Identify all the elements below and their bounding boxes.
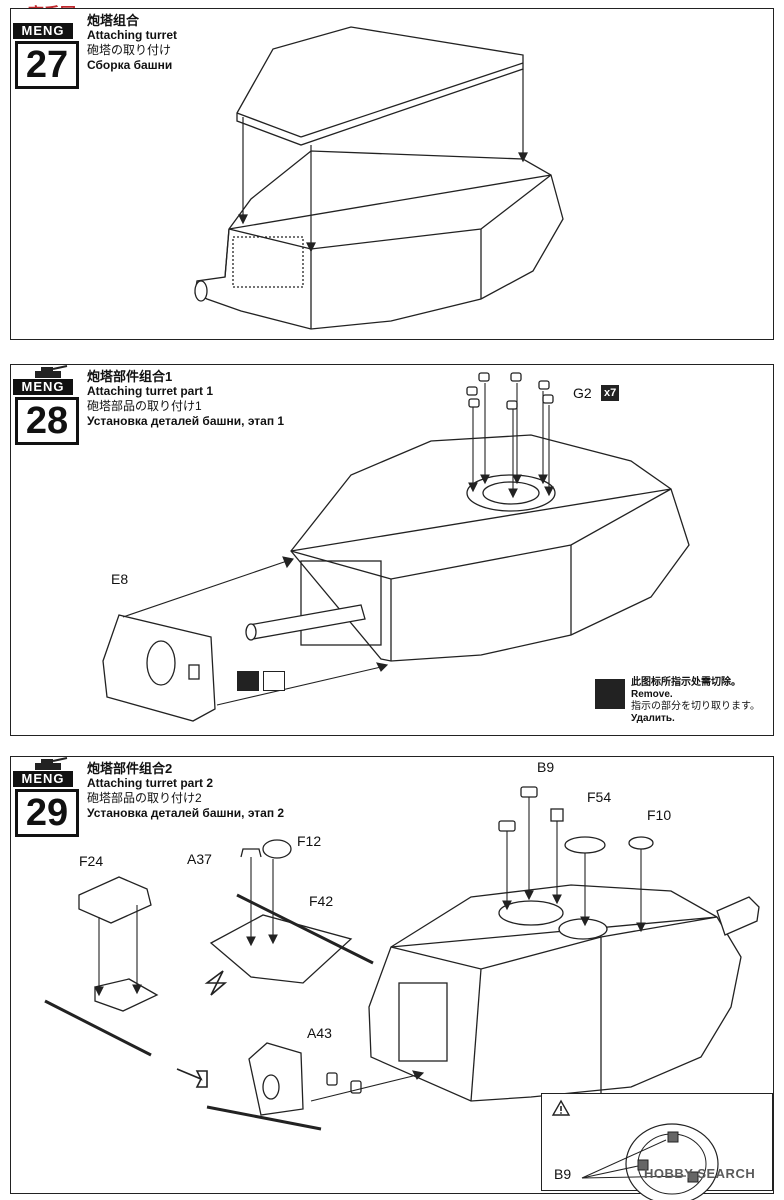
- step-number: 29: [15, 789, 79, 837]
- part-label-a43: A43: [307, 1025, 332, 1041]
- step-number: 27: [15, 41, 79, 89]
- title-en: Attaching turret part 1: [87, 384, 214, 398]
- title-jp: 砲塔部品の取り付け2: [87, 791, 202, 805]
- brand-logo: MENG: [13, 771, 73, 787]
- step-28-titles: 炮塔部件组合1 Attaching turret part 1 砲塔部品の取り付…: [87, 369, 284, 429]
- tank-icon: [35, 757, 68, 770]
- remove-note: 此图标所指示处需切除。 Remove. 指示の部分を切り取ります。 Удалит…: [631, 677, 760, 725]
- step-29-titles: 炮塔部件组合2 Attaching turret part 2 砲塔部品の取り付…: [87, 761, 284, 821]
- part-label-a37: A37: [187, 851, 212, 867]
- cut-icon: [237, 671, 259, 691]
- part-label-f54: F54: [587, 789, 612, 805]
- turret-part2-illustration: [44, 786, 760, 1131]
- part-label-f42: F42: [309, 893, 334, 909]
- part-label-b9-inset: B9: [554, 1166, 572, 1182]
- brand-logo: MENG: [13, 23, 73, 39]
- turret-part1-illustration: [102, 372, 690, 722]
- title-ru: Установка деталей башни, этап 2: [87, 806, 285, 820]
- title-en: Attaching turret: [87, 28, 177, 42]
- swap-icon: [263, 671, 285, 691]
- tank-icon: [35, 365, 68, 378]
- warning-icon: [551, 1099, 571, 1116]
- title-zh: 炮塔组合: [87, 13, 140, 28]
- quantity-badge: x7: [601, 385, 620, 401]
- part-label-f12: F12: [297, 833, 322, 849]
- title-jp: 砲塔の取り付け: [87, 43, 172, 57]
- title-en: Attaching turret part 2: [87, 776, 214, 790]
- step-29-panel: MENG 29 炮塔部件组合2 Attaching turret part 2 …: [10, 756, 774, 1200]
- title-ru: Установка деталей башни, этап 1: [87, 414, 285, 428]
- cut-legend-icon: [595, 679, 625, 709]
- hobbysearch-watermark: HOBBY SEARCH: [644, 1166, 756, 1181]
- step-number: 28: [15, 397, 79, 445]
- step-27-badge: MENG 27: [11, 9, 79, 89]
- turret-roof-illustration: [194, 26, 564, 330]
- step-29-badge: MENG 29: [11, 757, 79, 837]
- step-28-panel: MENG 28 炮塔部件组合1 Attaching turret part 1 …: [10, 364, 774, 736]
- part-label-f10: F10: [647, 807, 672, 823]
- remove-note-ru: Удалить.: [631, 713, 675, 724]
- part-label-b9: B9: [537, 759, 555, 775]
- brand-logo: MENG: [13, 379, 73, 395]
- part-label-f24: F24: [79, 853, 104, 869]
- remove-note-jp: 指示の部分を切り取ります。: [631, 701, 760, 712]
- b9-detail-drawing: [581, 1123, 719, 1200]
- title-jp: 砲塔部品の取り付け1: [87, 399, 202, 413]
- title-ru: Сборка башни: [87, 58, 173, 72]
- step-28-badge: MENG 28: [11, 365, 79, 445]
- b9-detail-inset: B9: [541, 1093, 773, 1200]
- part-label-g2: G2: [573, 385, 592, 401]
- step-27-titles: 炮塔组合 Attaching turret 砲塔の取り付け Сборка баш…: [87, 13, 177, 73]
- remove-note-en: Remove.: [631, 689, 673, 700]
- remove-note-zh: 此图标所指示处需切除。: [631, 677, 741, 688]
- part-label-e8: E8: [111, 571, 129, 587]
- title-zh: 炮塔部件组合1: [87, 369, 173, 384]
- step-27-panel: MENG 27 炮塔组合 Attaching turret 砲塔の取り付け Сб…: [10, 8, 774, 340]
- title-zh: 炮塔部件组合2: [87, 761, 173, 776]
